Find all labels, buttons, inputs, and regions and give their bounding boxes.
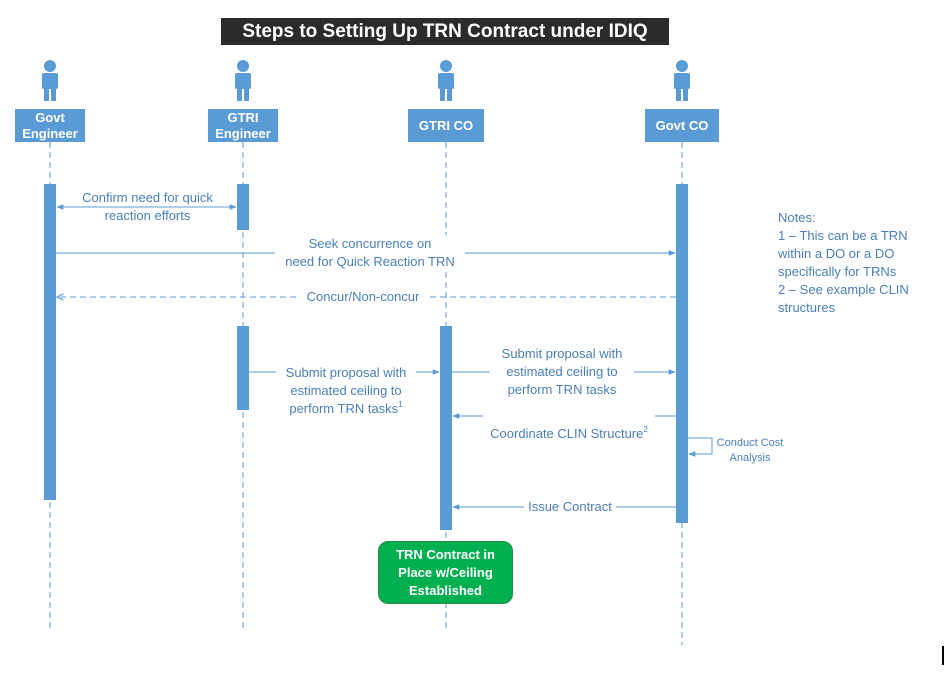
actor-gtri-engineer: GTRI Engineer <box>208 109 278 142</box>
message-confirm: Confirm need for quick reaction efforts <box>82 190 213 223</box>
activation-govt-engineer <box>44 184 56 500</box>
notes-block: Notes: 1 – This can be a TRN within a DO… <box>778 209 928 317</box>
text-cursor <box>942 646 944 665</box>
diagram-title: Steps to Setting Up TRN Contract under I… <box>221 18 669 45</box>
note-item-2: 2 – See example CLIN structures <box>778 282 909 315</box>
arrow-cost-analysis <box>688 437 713 457</box>
person-icon-gtri-co <box>438 60 454 101</box>
message-issue: Issue Contract <box>524 498 616 516</box>
footnote-2: 2 <box>643 425 648 434</box>
activation-gtri-co <box>440 326 452 530</box>
message-seek: Seek concurrence on need for Quick React… <box>275 235 465 271</box>
message-submit1-text: Submit proposal with estimated ceiling t… <box>285 365 407 416</box>
note-item-1: 1 – This can be a TRN within a DO or a D… <box>778 228 908 279</box>
person-icon-govt-co <box>674 60 690 101</box>
notes-heading: Notes: <box>778 210 816 225</box>
activation-govt-co <box>676 184 688 523</box>
message-coordinate: Coordinate CLIN Structure2 <box>483 407 655 443</box>
message-coordinate-text: Coordinate CLIN Structure <box>490 426 644 441</box>
actor-gtri-co: GTRI CO <box>408 109 484 142</box>
actor-govt-co: Govt CO <box>645 109 719 142</box>
footnote-1: 1 <box>398 400 403 409</box>
message-concur: Concur/Non-concur <box>300 288 426 306</box>
message-cost-analysis: Conduct Cost Analysis <box>716 437 784 464</box>
result-box: TRN Contract in Place w/Ceiling Establis… <box>378 541 513 604</box>
message-submit2: Submit proposal with estimated ceiling t… <box>490 345 634 399</box>
activation-gtri-engineer-2 <box>237 326 249 410</box>
activation-gtri-engineer-1 <box>237 184 249 230</box>
person-icon-govt-engineer <box>42 60 58 101</box>
person-icon-gtri-engineer <box>235 60 251 101</box>
message-submit1: Submit proposal with estimated ceiling t… <box>276 346 416 418</box>
actor-govt-engineer: Govt Engineer <box>15 109 85 142</box>
